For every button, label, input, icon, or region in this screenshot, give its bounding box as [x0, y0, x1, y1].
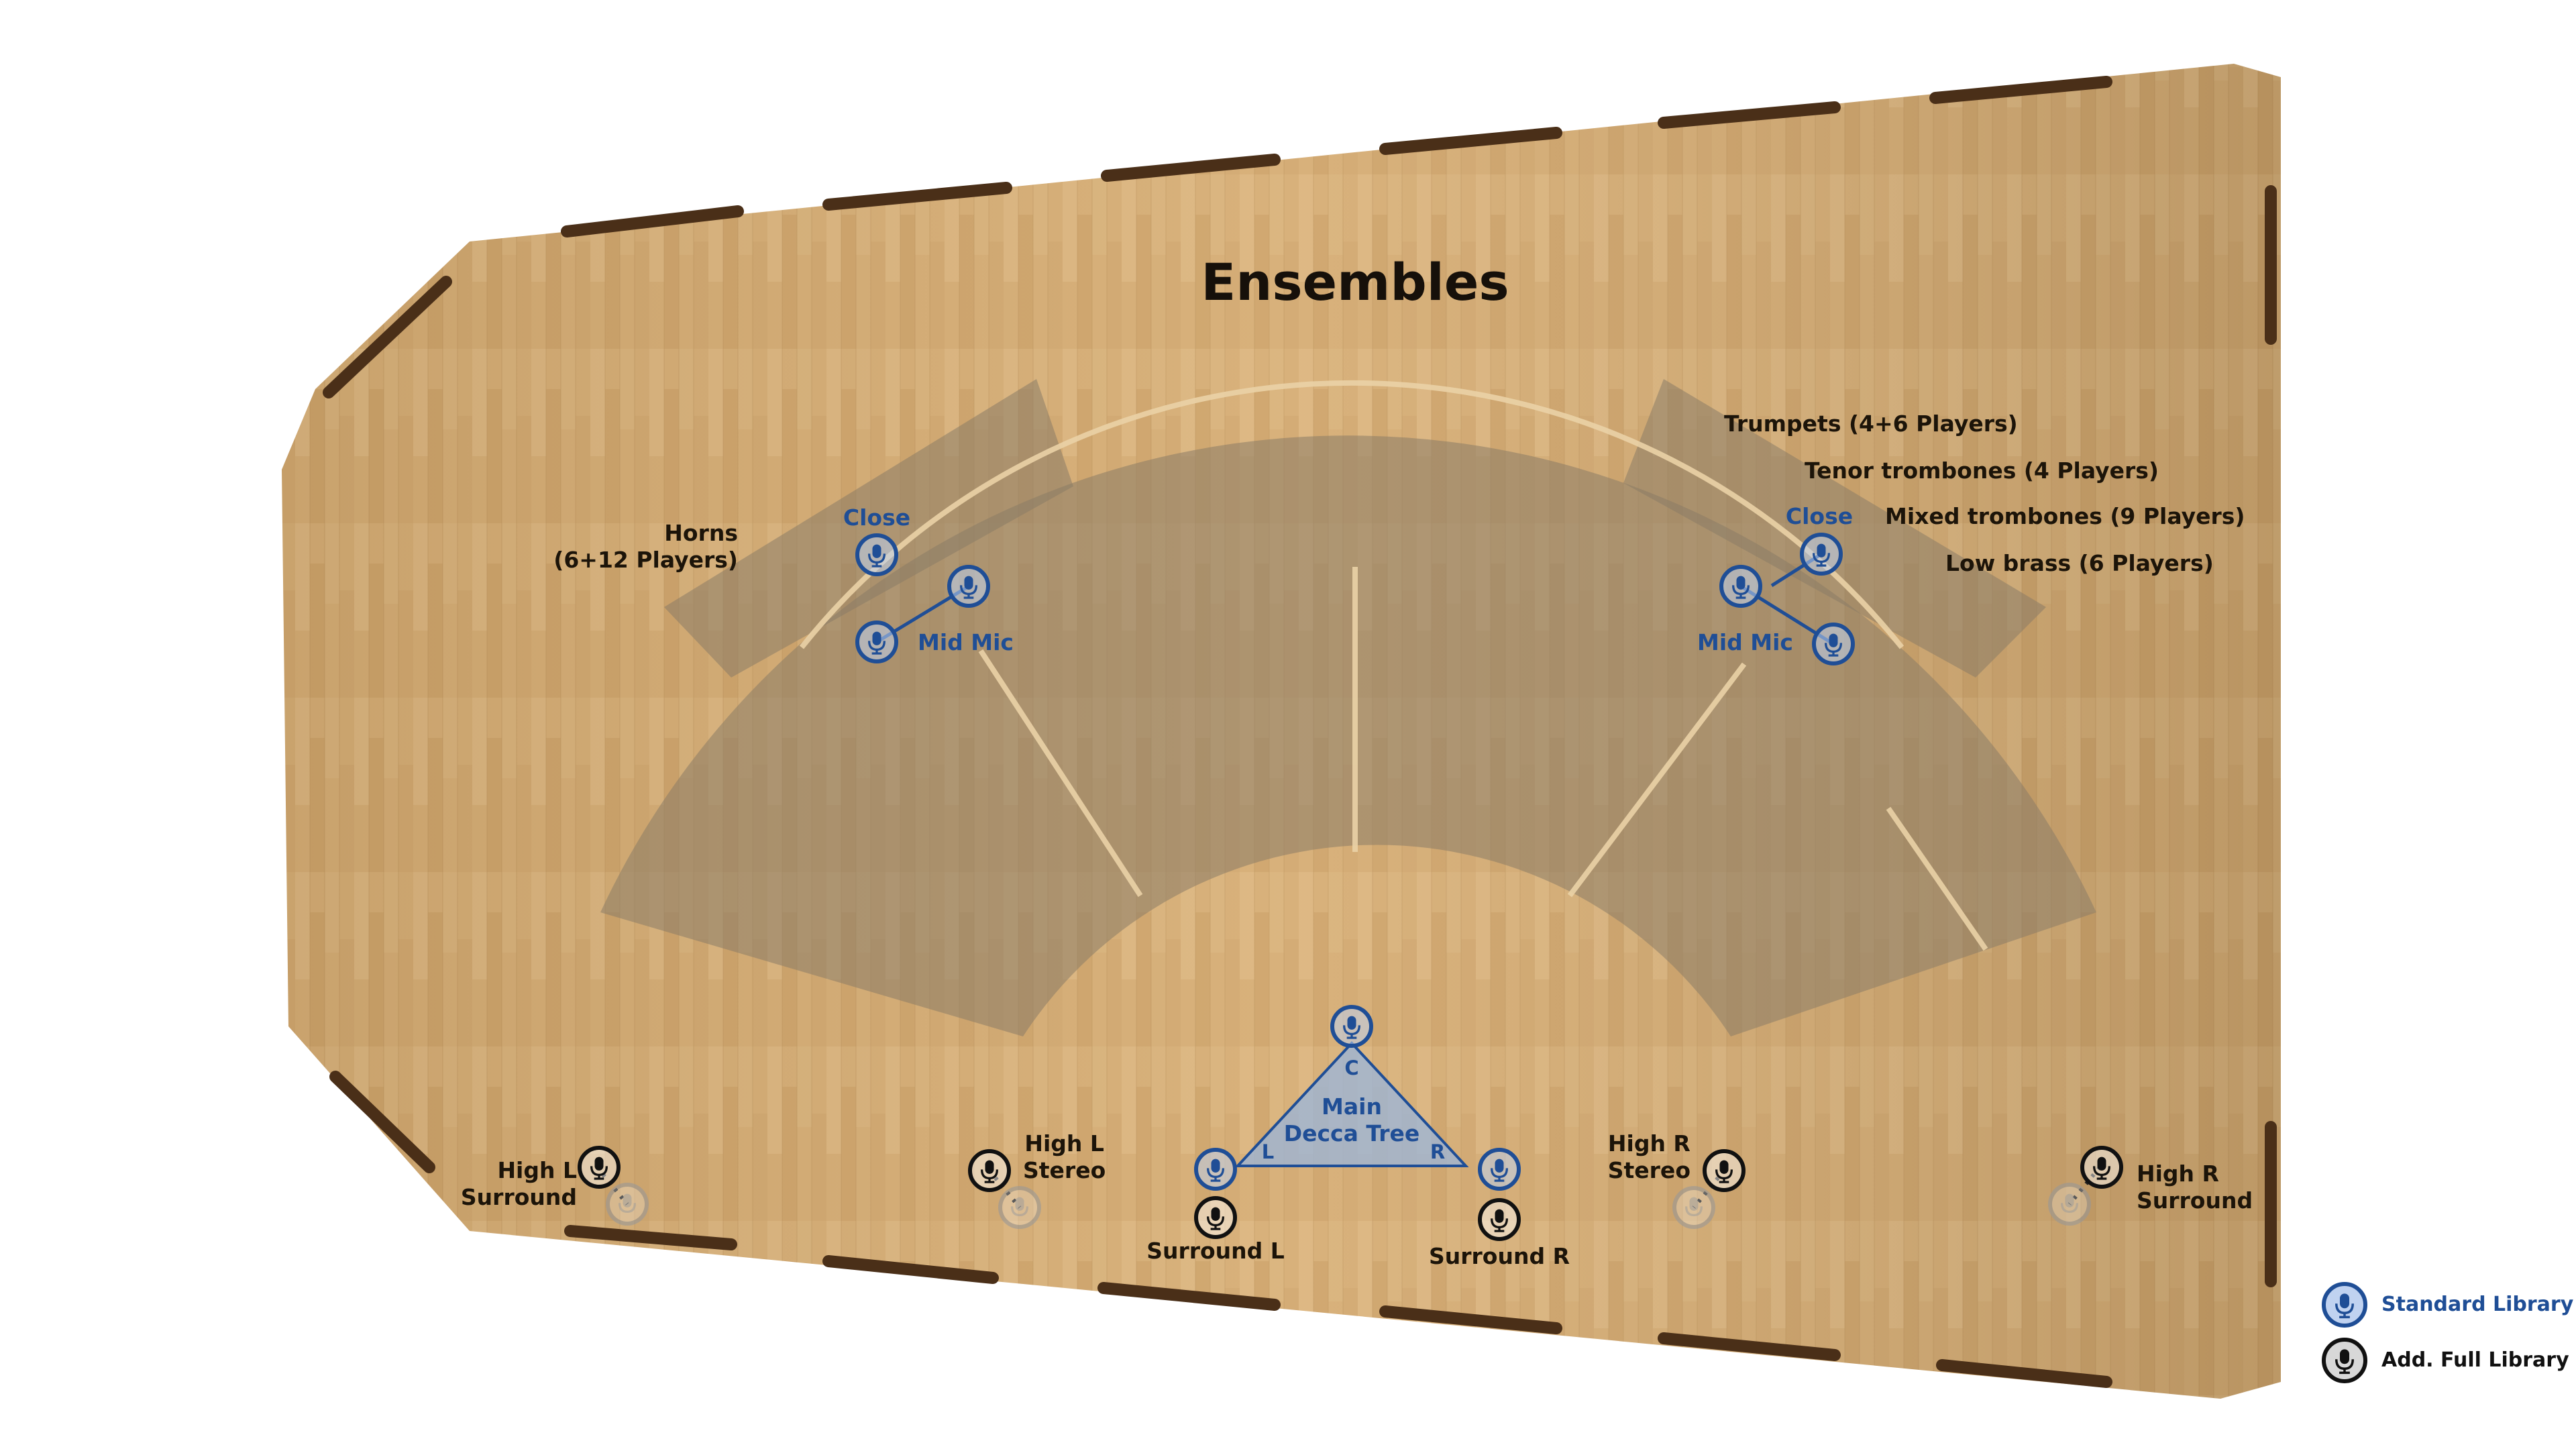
- high-l-stereo-ghost-mic: [998, 1186, 1041, 1229]
- horns-section: [664, 379, 1073, 678]
- microphone-icon: [868, 631, 885, 655]
- decca-tree-triangle: [1234, 1041, 1469, 1167]
- stage-walls: [323, 76, 2277, 1388]
- mid-left-mic-b[interactable]: [855, 621, 898, 663]
- high-r-surround-label: High R Surround: [2137, 1161, 2253, 1214]
- high-l-surround-ghost-mic: [606, 1183, 649, 1226]
- close-right-mic[interactable]: [1800, 533, 1843, 576]
- high-r-stereo-ghost-mic: [1672, 1186, 1715, 1229]
- page-title: Ensembles: [1201, 252, 1509, 312]
- surround-l-label: Surround L: [1146, 1238, 1285, 1264]
- microphone-icon: [1207, 1207, 1224, 1230]
- close-left-mic[interactable]: [855, 533, 898, 576]
- decca-r-label: R: [1430, 1140, 1446, 1163]
- microphone-icon: [1732, 576, 1750, 599]
- microphone-icon: [1011, 1197, 1028, 1217]
- microphone-icon: [1491, 1209, 1508, 1232]
- section-divider-lines: [799, 380, 1988, 951]
- tenor-trombones-label: Tenor trombones (4 Players): [1805, 458, 2159, 484]
- trumpets-section: [1623, 379, 2046, 678]
- mid-left-mic-a[interactable]: [947, 565, 990, 608]
- high-l-stereo-label: High L Stereo: [1023, 1130, 1106, 1184]
- high-l-surround-mic[interactable]: [578, 1146, 621, 1189]
- surround-r-mic[interactable]: [1478, 1198, 1521, 1241]
- mid-right-mic-a[interactable]: [1719, 565, 1762, 608]
- microphone-icon: [1343, 1016, 1360, 1039]
- high-r-surround-mic[interactable]: [2080, 1146, 2123, 1189]
- microphone-icon: [2335, 1349, 2354, 1375]
- low-brass-label: Low brass (6 Players): [1945, 550, 2214, 576]
- decca-tree-label: Main Decca Tree: [1283, 1093, 1420, 1147]
- mid-left-label: Mid Mic: [918, 629, 1014, 655]
- surround-l-mic[interactable]: [1194, 1196, 1237, 1239]
- decca-r-mic[interactable]: [1478, 1148, 1521, 1191]
- horns-label: Horns (6+12 Players): [553, 520, 738, 574]
- legend-standard-label: Standard Library: [2381, 1293, 2574, 1316]
- legend-standard-mic: [2322, 1282, 2367, 1328]
- microphone-icon: [2093, 1157, 2110, 1180]
- microphone-icon: [981, 1160, 998, 1183]
- microphone-icon: [590, 1157, 608, 1180]
- high-l-stereo-mic[interactable]: [968, 1149, 1011, 1192]
- mixed-trombones-label: Mixed trombones (9 Players): [1885, 503, 2245, 529]
- microphone-icon: [2335, 1293, 2354, 1319]
- microphone-icon: [1825, 633, 1842, 657]
- microphone-icon: [868, 544, 885, 568]
- surround-r-label: Surround R: [1429, 1243, 1570, 1269]
- microphone-icon: [1685, 1197, 1703, 1217]
- mid-right-label: Mid Mic: [1697, 629, 1793, 655]
- decca-c-label: C: [1344, 1057, 1359, 1079]
- decca-l-label: L: [1261, 1140, 1275, 1163]
- microphone-icon: [1715, 1160, 1733, 1183]
- microphone-icon: [2061, 1193, 2078, 1214]
- microphone-icon: [1813, 543, 1830, 567]
- microphone-icon: [1491, 1159, 1508, 1182]
- close-right-label: Close: [1785, 503, 1854, 529]
- trumpets-label: Trumpets (4+6 Players): [1724, 411, 2018, 437]
- high-l-surround-label: High L Surround: [460, 1157, 577, 1211]
- decca-l-mic[interactable]: [1194, 1148, 1237, 1191]
- microphone-icon: [1207, 1159, 1224, 1182]
- microphone-icon: [960, 576, 977, 599]
- decca-c-mic[interactable]: [1330, 1005, 1373, 1048]
- microphone-icon: [619, 1193, 636, 1214]
- high-r-stereo-mic[interactable]: [1703, 1149, 1746, 1192]
- high-r-surround-ghost-mic: [2048, 1183, 2091, 1226]
- mid-right-mic-b[interactable]: [1812, 623, 1855, 665]
- high-r-stereo-label: High R Stereo: [1607, 1130, 1690, 1184]
- legend-full-mic: [2322, 1338, 2367, 1383]
- close-left-label: Close: [843, 504, 911, 531]
- legend-full-label: Add. Full Library: [2381, 1348, 2569, 1372]
